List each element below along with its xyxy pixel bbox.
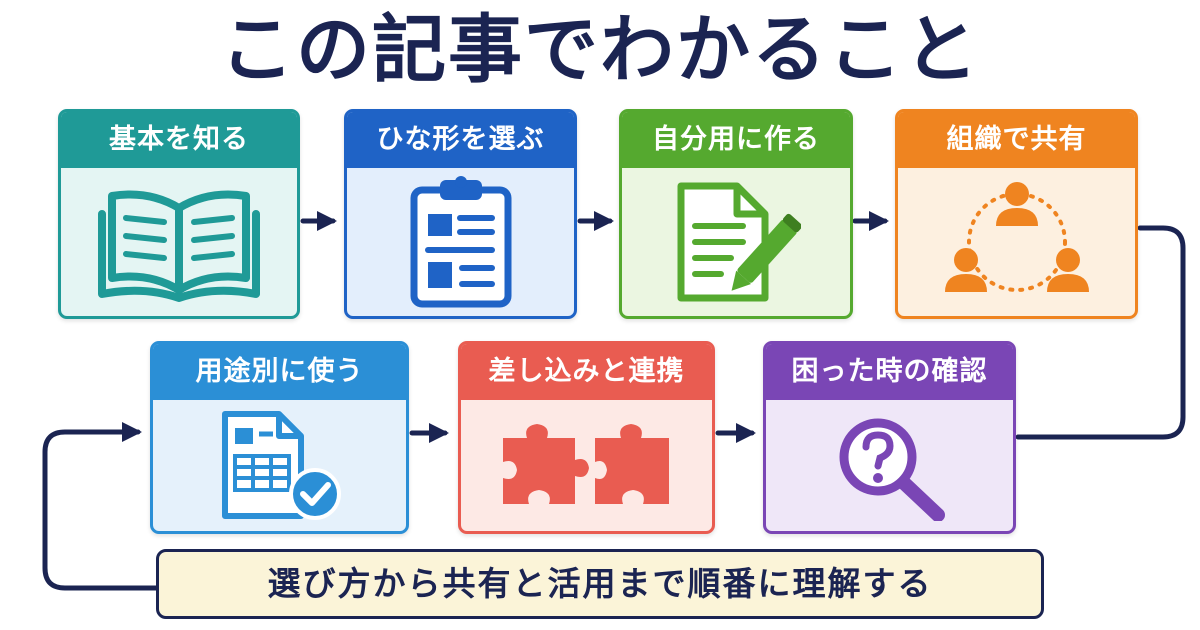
step-label: 困った時の確認 bbox=[766, 344, 1013, 400]
clipboard-template-icon bbox=[410, 176, 511, 308]
step-card-template: ひな形を選ぶ bbox=[344, 109, 577, 319]
step-label: 組織で共有 bbox=[898, 112, 1135, 168]
step-card-troubleshoot: 困った時の確認 bbox=[763, 341, 1016, 534]
step-label: 差し込みと連携 bbox=[461, 344, 712, 400]
step-label: 用途別に使う bbox=[153, 344, 406, 400]
step-card-merge: 差し込みと連携 bbox=[458, 341, 715, 534]
step-card-usecase: 用途別に使う bbox=[150, 341, 409, 534]
page-title: この記事でわかること bbox=[220, 7, 980, 93]
step-label: ひな形を選ぶ bbox=[347, 112, 574, 168]
puzzle-pieces-icon bbox=[502, 423, 669, 504]
step-card-create: 自分用に作る bbox=[619, 109, 853, 319]
step-label: 自分用に作る bbox=[622, 112, 850, 168]
document-pencil-icon bbox=[677, 182, 801, 302]
question-magnifier-icon bbox=[839, 418, 945, 521]
step-card-basics: 基本を知る bbox=[58, 109, 300, 319]
open-book-icon bbox=[98, 190, 260, 302]
arrow-summary-5-loop bbox=[42, 422, 159, 591]
step-label: 基本を知る bbox=[61, 112, 297, 168]
summary-banner: 選び方から共有と活用まで順番に理解する bbox=[156, 549, 1044, 619]
spreadsheet-check-icon bbox=[221, 410, 341, 520]
step-card-share: 組織で共有 bbox=[895, 109, 1138, 319]
people-network-icon bbox=[944, 182, 1089, 292]
